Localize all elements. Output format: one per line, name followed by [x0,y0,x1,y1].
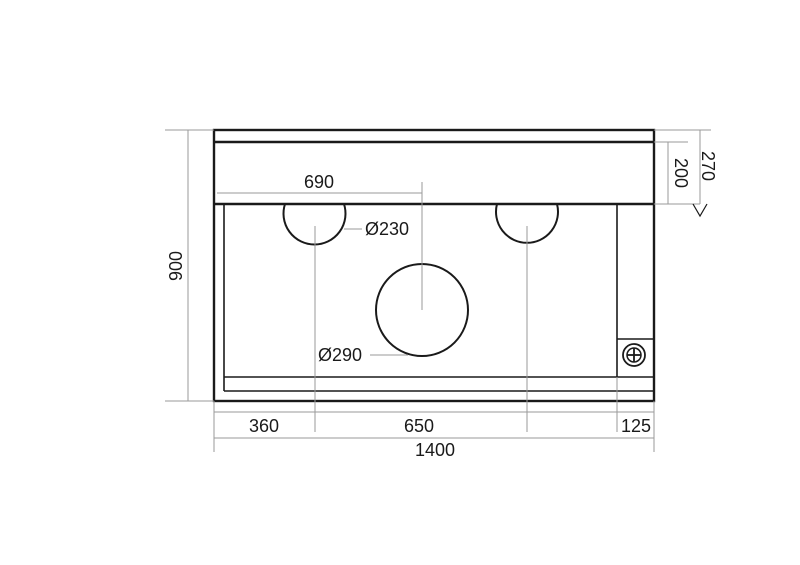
label-hole-center-x: 690 [304,172,334,192]
label-left-offset: 360 [249,416,279,436]
label-depth-total: 900 [166,251,186,281]
holes [282,203,559,357]
label-hole-spacing: 650 [404,416,434,436]
arrow-marker-icon [692,203,708,218]
dimension-labels: 900 690 Ø230 Ø290 360 650 125 1400 200 2… [166,151,718,460]
outer-outline [212,128,656,403]
label-width-total: 1400 [415,440,455,460]
drain-icon [622,343,646,367]
label-small-diameter: Ø230 [365,219,409,239]
dimension-lines [165,129,711,452]
label-large-diameter: Ø290 [318,345,362,365]
label-right-offset: 125 [621,416,651,436]
label-backsplash-depth: 200 [671,158,691,188]
sink-body [212,128,656,403]
label-rear-panel-depth: 270 [698,151,718,181]
